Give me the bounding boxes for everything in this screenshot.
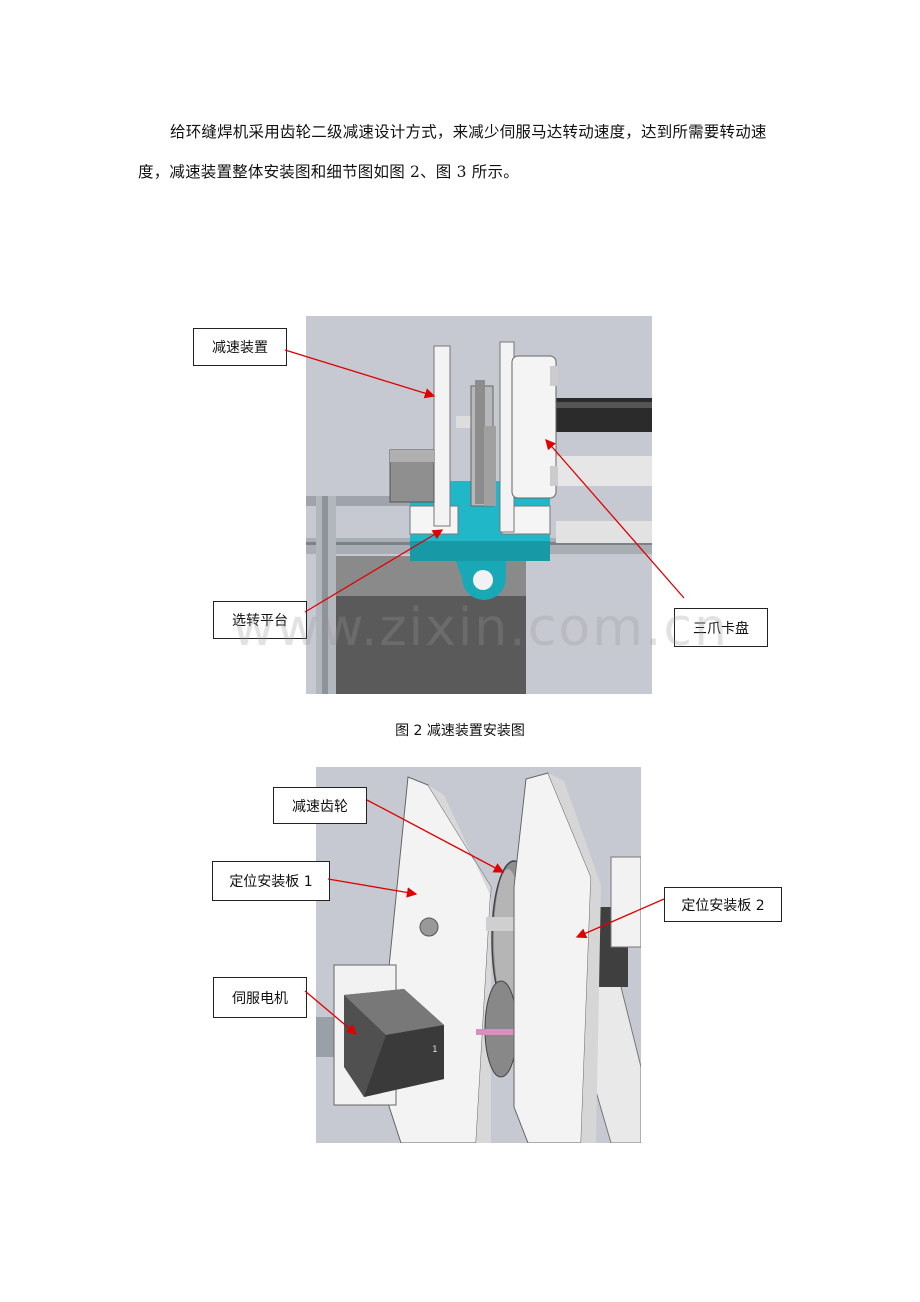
label-reduction-gear: 减速齿轮 bbox=[273, 787, 367, 824]
paragraph-text: 给环缝焊机采用齿轮二级减速设计方式，来减少伺服马达转动速度，达到所需要转动速度，… bbox=[138, 123, 767, 181]
label-servo-motor: 伺服电机 bbox=[213, 977, 307, 1018]
label-mounting-plate-2: 定位安装板 2 bbox=[664, 887, 782, 922]
figure-2-image bbox=[306, 316, 652, 694]
reducer-assembly-render bbox=[306, 316, 652, 694]
label-rotary-platform: 选转平台 bbox=[213, 601, 307, 639]
body-paragraph: 给环缝焊机采用齿轮二级减速设计方式，来减少伺服马达转动速度，达到所需要转动速度，… bbox=[138, 112, 788, 192]
label-three-jaw-chuck: 三爪卡盘 bbox=[674, 608, 768, 647]
label-reducer: 减速装置 bbox=[193, 328, 287, 366]
label-mounting-plate-1: 定位安装板 1 bbox=[212, 861, 330, 901]
motor-mark: 1 bbox=[432, 1045, 438, 1055]
figure-2-caption: 图 2 减速装置安装图 bbox=[395, 723, 525, 739]
